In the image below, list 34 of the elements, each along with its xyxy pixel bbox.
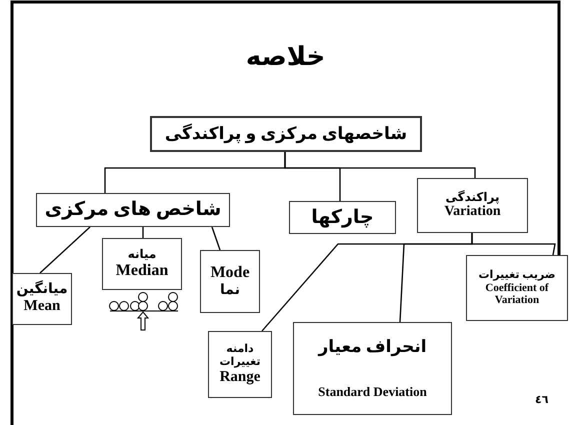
concept-box	[12, 273, 72, 325]
box-text: Standard Deviation	[318, 384, 427, 400]
concept-box	[36, 193, 230, 227]
box-text: میانگین	[16, 282, 68, 298]
connector-line	[471, 233, 556, 256]
connector-line	[211, 226, 221, 250]
box-text: Mode	[210, 264, 250, 283]
box-text: Median	[116, 262, 168, 280]
concept-box	[200, 250, 260, 313]
connector-line	[40, 226, 90, 274]
box-text: انحراف معیار	[318, 337, 427, 357]
connector-line	[284, 152, 476, 178]
box-text: میانه	[128, 248, 156, 262]
box-text: Range	[220, 368, 260, 386]
box-text: شاخص های مرکزی	[44, 199, 222, 221]
concept-box	[289, 201, 396, 234]
concept-box	[150, 116, 422, 152]
box-text: Coefficient of Variation	[484, 282, 550, 307]
concept-box	[208, 331, 272, 398]
concept-box	[417, 178, 528, 233]
box-text: نما	[220, 282, 240, 299]
box-text: شاخصهای مرکزی و پراکندگی	[164, 124, 408, 144]
page-number: ٤٦	[535, 393, 548, 406]
box-text: ضریب تغییرات	[478, 269, 556, 282]
box-text: Mean	[24, 298, 60, 316]
concept-box	[293, 322, 452, 415]
concept-box	[102, 238, 182, 290]
box-text: پراکندگی	[445, 190, 500, 204]
slide-title: خلاصه	[244, 42, 326, 72]
concept-box	[466, 255, 568, 321]
box-text: دامنه تغییرات	[218, 343, 262, 369]
connector-line	[142, 227, 144, 238]
box-text: چارکها	[311, 206, 374, 228]
box-text: Variation	[444, 204, 501, 220]
